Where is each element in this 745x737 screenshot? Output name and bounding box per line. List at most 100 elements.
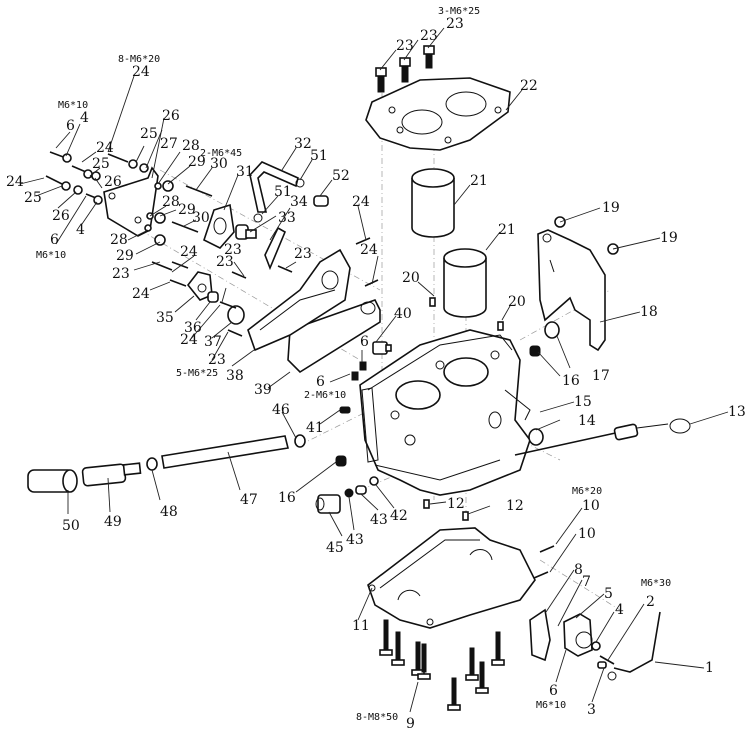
plug [335, 455, 347, 467]
callout-11: 11 [352, 618, 370, 634]
callout-22: 22 [520, 78, 538, 94]
spec-m6x10: M6*10 [36, 250, 66, 261]
callout-24: 24 [132, 286, 150, 302]
o-ring [544, 321, 560, 339]
callout-24: 24 [352, 194, 370, 210]
o-ring [146, 457, 158, 471]
callout-27: 27 [160, 136, 178, 152]
oil-strainer [27, 469, 78, 493]
cylinder-liner-upper [411, 168, 455, 238]
dowel-pin [497, 321, 504, 331]
callout-labels: 1 2 3 4 5 6 7 8 9 10 10 11 12 12 13 14 1… [6, 16, 745, 732]
hose-clamp [295, 178, 305, 188]
oil-filter-screen [81, 462, 142, 487]
callout-42: 42 [390, 508, 408, 524]
bracket-plate [103, 166, 159, 237]
spec-m6x10: M6*10 [536, 700, 566, 711]
clip [607, 671, 617, 681]
o-ring [294, 434, 306, 448]
callout-29: 29 [116, 248, 134, 264]
spec-3-m6x25: 3-M6*25 [438, 6, 480, 17]
callout-12: 12 [506, 498, 524, 514]
callout-24: 24 [6, 174, 24, 190]
dowel-pin [423, 499, 430, 509]
callout-2: 2 [646, 594, 655, 610]
crankcase-lower [367, 527, 536, 629]
callout-20: 20 [402, 270, 420, 286]
callout-26: 26 [52, 208, 70, 224]
callout-31: 31 [236, 164, 254, 180]
dowel [597, 661, 607, 669]
callout-3: 3 [587, 702, 596, 718]
spec-5-m6x25: 5-M6*25 [176, 368, 218, 379]
callout-9: 9 [406, 716, 415, 732]
callout-6: 6 [360, 334, 369, 350]
callout-23: 23 [396, 38, 414, 54]
callout-10: 10 [582, 498, 600, 514]
cover-bolts [151, 237, 379, 337]
spec-m6x30: M6*30 [641, 578, 671, 589]
callout-29: 29 [178, 202, 196, 218]
callout-14: 14 [578, 413, 596, 429]
callout-23: 23 [420, 28, 438, 44]
plug [529, 345, 541, 357]
callout-51: 51 [274, 184, 292, 200]
callout-24: 24 [360, 242, 378, 258]
callout-16: 16 [278, 490, 296, 506]
callout-21: 21 [498, 222, 516, 238]
callout-32: 32 [294, 136, 312, 152]
cylinder-head-bolts [375, 45, 435, 93]
callout-30: 30 [210, 156, 228, 172]
oil-pipe-line [613, 611, 661, 673]
callout-26: 26 [104, 174, 122, 190]
callout-45: 45 [326, 540, 344, 556]
callout-33: 33 [278, 210, 296, 226]
oil-pipe [161, 435, 289, 469]
callout-10: 10 [578, 526, 596, 542]
callout-23: 23 [294, 246, 312, 262]
spec-m6x10: M6*10 [58, 100, 88, 111]
gasket-ring [227, 305, 245, 325]
callout-23: 23 [216, 254, 234, 270]
spec-2-m6x45: 2-M6*45 [200, 148, 242, 159]
cylinder-liner-lower [443, 248, 487, 318]
callout-43: 43 [370, 512, 388, 528]
callout-38: 38 [226, 368, 244, 384]
callout-6: 6 [66, 118, 75, 134]
crankcase-bolts [379, 619, 505, 711]
callout-19: 19 [660, 230, 678, 246]
bolt [359, 361, 367, 371]
callout-4: 4 [80, 110, 89, 126]
spec-2-m6x10: 2-M6*10 [304, 390, 346, 401]
hose-fitting [235, 224, 257, 240]
callout-23: 23 [224, 242, 242, 258]
callout-25: 25 [24, 190, 42, 206]
callout-24: 24 [96, 140, 114, 156]
dipstick [514, 418, 691, 456]
bolt [351, 371, 359, 381]
bolt [599, 655, 615, 665]
callout-7: 7 [582, 574, 591, 590]
bolt [539, 545, 555, 553]
callout-16: 16 [562, 373, 580, 389]
dowel-pin [462, 511, 469, 521]
callout-46: 46 [272, 402, 290, 418]
callout-6: 6 [549, 683, 558, 699]
cylinder-block [359, 329, 531, 496]
callout-24: 24 [180, 332, 198, 348]
callout-43: 43 [346, 532, 364, 548]
thermostat-housing [186, 271, 213, 301]
callout-6: 6 [50, 232, 59, 248]
callout-49: 49 [104, 514, 122, 530]
callout-26: 26 [162, 108, 180, 124]
callout-13: 13 [728, 404, 745, 420]
exhaust-cover [247, 248, 351, 352]
exhaust-cover-gasket [287, 299, 381, 374]
bolt [171, 221, 199, 233]
callout-25: 25 [140, 126, 158, 142]
dowel-pin [429, 297, 436, 307]
valve-plunger [355, 485, 367, 495]
callout-24: 24 [132, 64, 150, 80]
spring [344, 488, 354, 498]
callout-5: 5 [604, 586, 613, 602]
